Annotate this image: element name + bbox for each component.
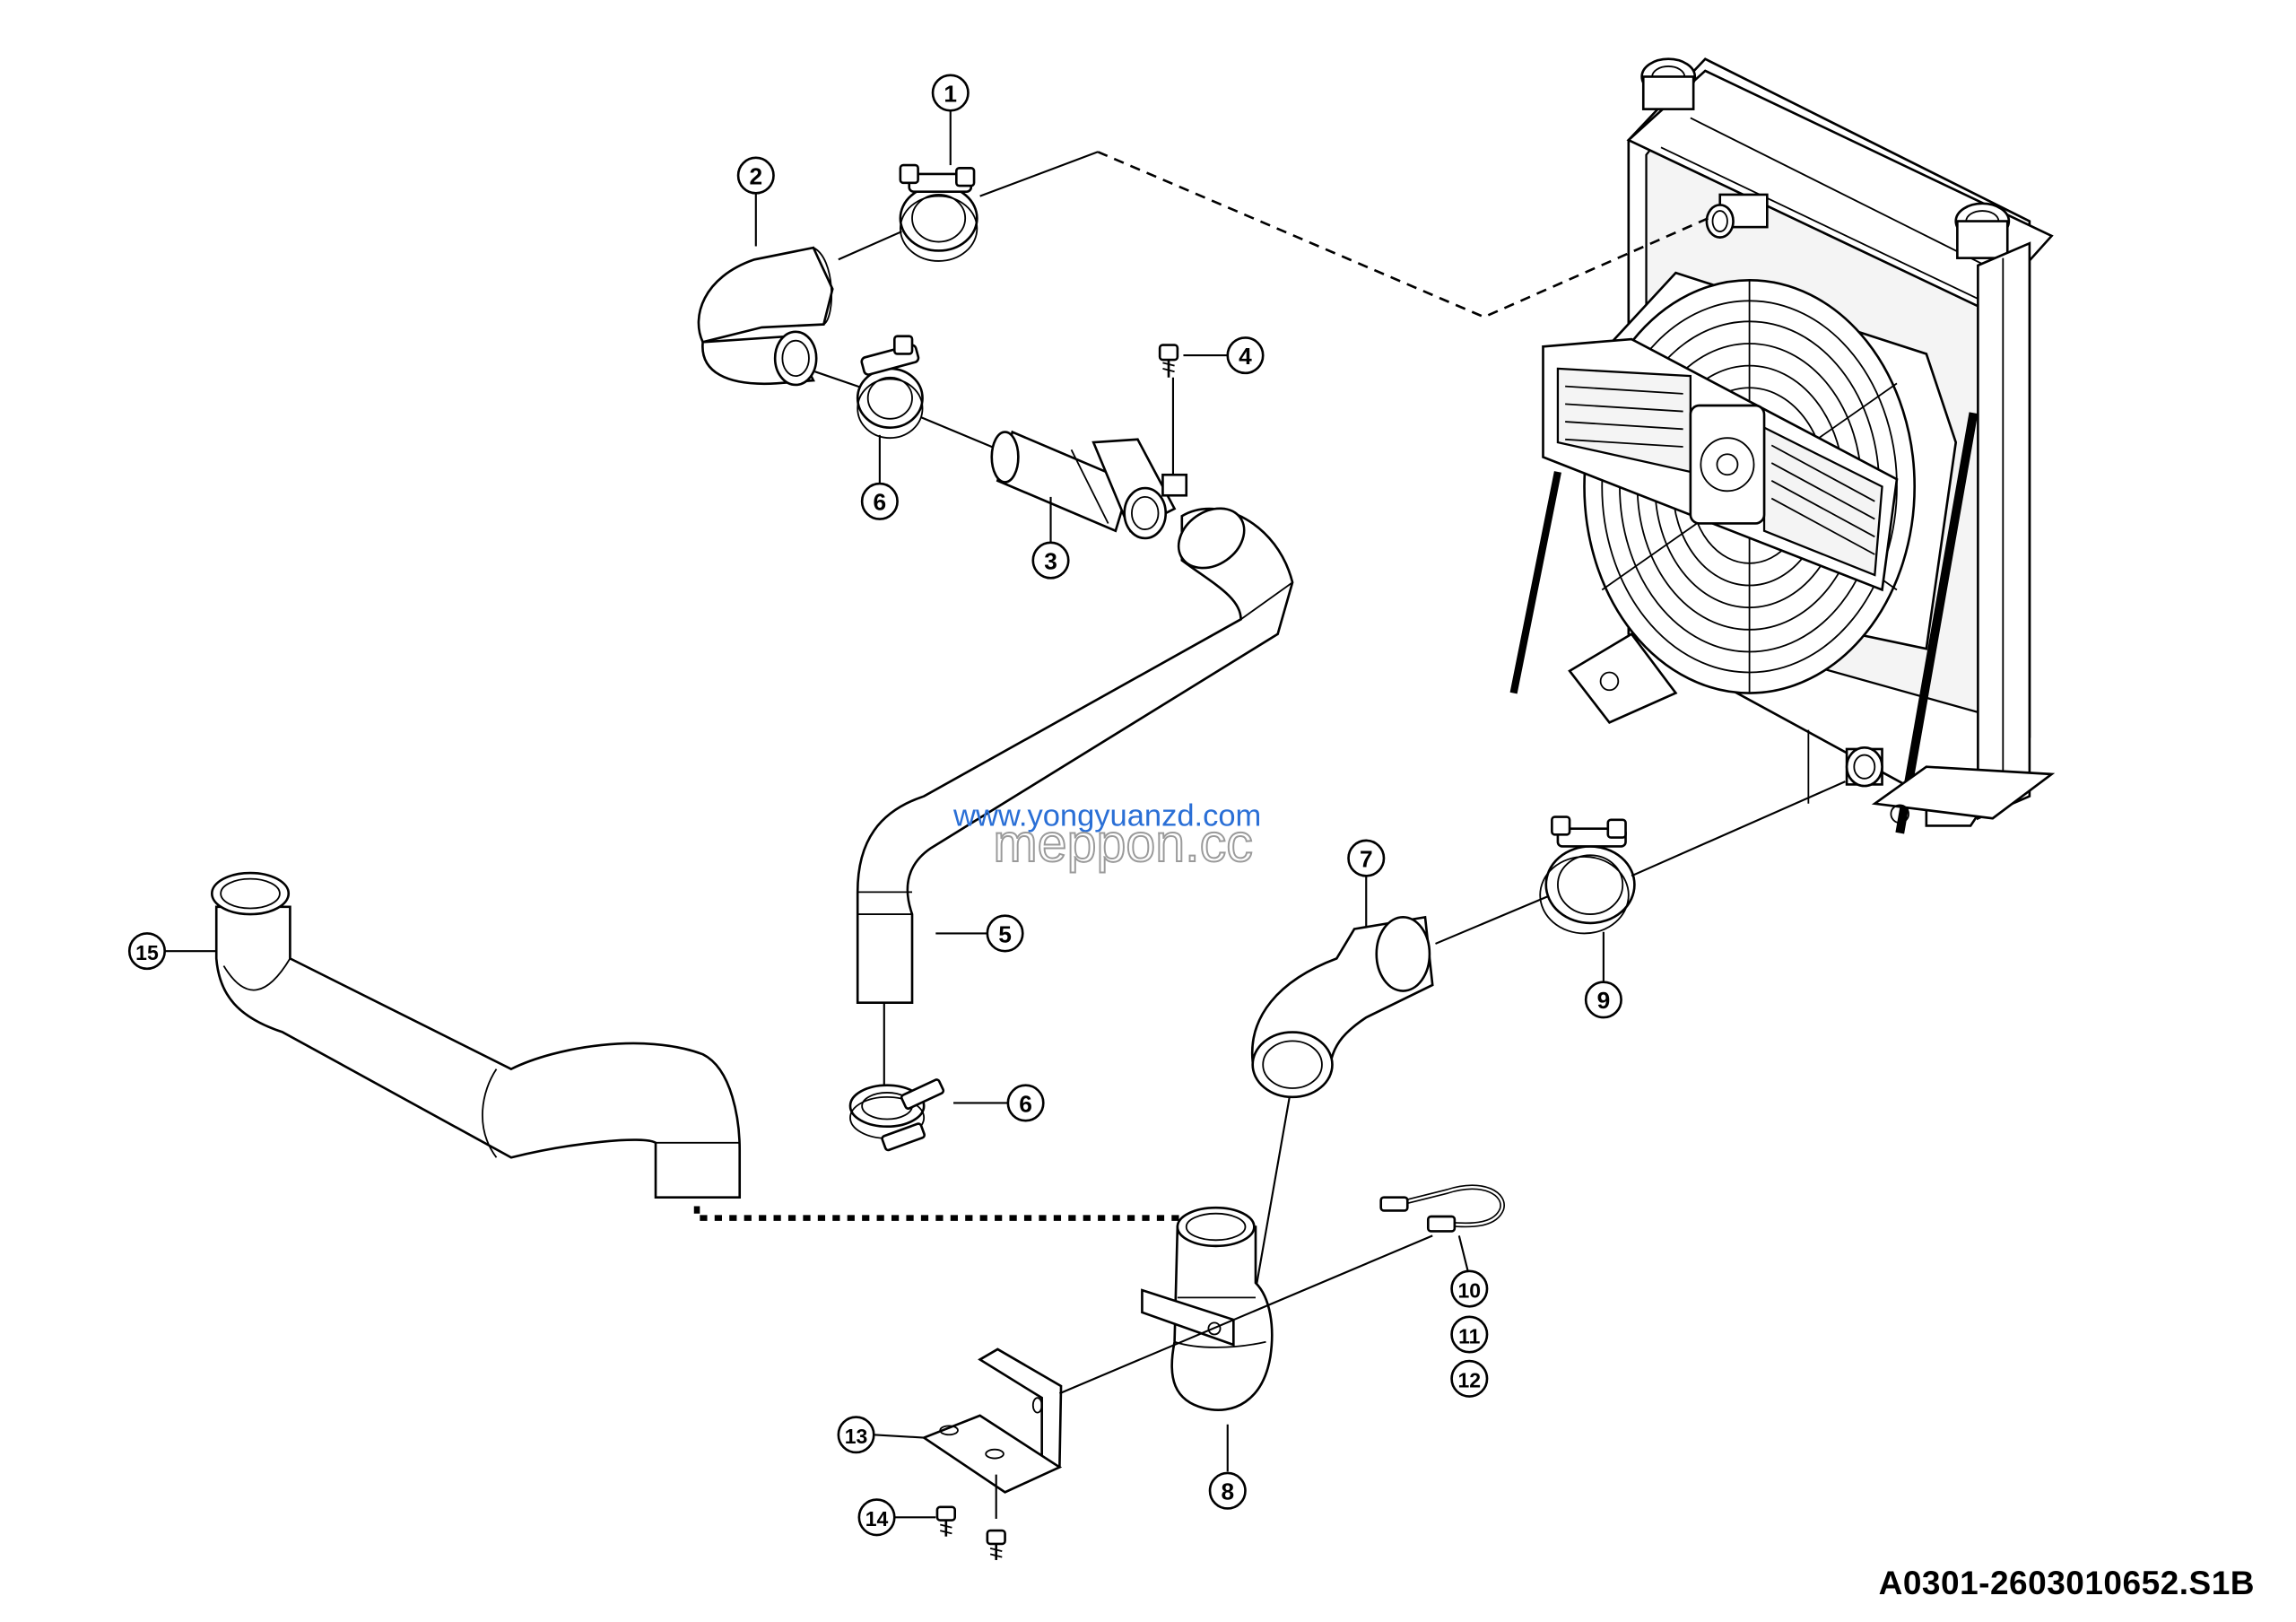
callout-1: 1 bbox=[931, 74, 970, 112]
long-pipe-15 bbox=[210, 871, 742, 1199]
svg-text:11: 11 bbox=[1458, 1324, 1481, 1347]
upper-port bbox=[1705, 193, 1769, 239]
callout-2: 2 bbox=[736, 156, 775, 195]
callout-11: 11 bbox=[1450, 1315, 1489, 1354]
hose-clamp-9 bbox=[1539, 780, 1846, 935]
watermark-brand: meppon.cc bbox=[993, 813, 1252, 873]
connection-dotted-lower bbox=[693, 1206, 1219, 1236]
svg-text:13: 13 bbox=[845, 1425, 868, 1448]
svg-text:6: 6 bbox=[1019, 1090, 1032, 1117]
top-port-left bbox=[1640, 57, 1697, 110]
svg-text:9: 9 bbox=[1597, 987, 1611, 1014]
callout-4: 4 bbox=[1226, 336, 1265, 375]
watermark-url: www.yongyuanzd.com bbox=[952, 798, 1261, 833]
callout-8: 8 bbox=[1208, 1471, 1247, 1510]
svg-text:1: 1 bbox=[944, 80, 957, 107]
svg-text:6: 6 bbox=[874, 489, 887, 516]
hose-clamp-1 bbox=[899, 163, 978, 262]
lower-port bbox=[1845, 746, 1883, 788]
callout-6-lower: 6 bbox=[1006, 1084, 1045, 1122]
top-port-right bbox=[1954, 202, 2011, 259]
elbow-hose-7 bbox=[1250, 895, 1548, 1291]
callout-5: 5 bbox=[986, 914, 1024, 953]
callout-13: 13 bbox=[837, 1416, 875, 1454]
svg-text:15: 15 bbox=[135, 941, 159, 964]
callout-15: 15 bbox=[127, 932, 167, 971]
svg-text:7: 7 bbox=[1360, 845, 1373, 872]
svg-text:8: 8 bbox=[1221, 1478, 1234, 1505]
watermark: www.yongyuanzd.com meppon.cc bbox=[952, 798, 1261, 873]
sensor-line-10 bbox=[1379, 1184, 1505, 1272]
callout-12: 12 bbox=[1450, 1359, 1489, 1398]
svg-text:3: 3 bbox=[1044, 547, 1057, 574]
radiator-assembly bbox=[1509, 57, 2056, 834]
svg-text:2: 2 bbox=[749, 162, 762, 189]
svg-text:4: 4 bbox=[1239, 343, 1252, 370]
bolts-14 bbox=[935, 1474, 1006, 1560]
connection-dashed-upper bbox=[979, 151, 1709, 318]
connector-pipe-3 bbox=[990, 430, 1177, 540]
hose-clamp-6-lower bbox=[848, 1078, 945, 1152]
callouts: 1 2 3 4 5 6 bbox=[127, 74, 1622, 1537]
bolt-4 bbox=[1158, 344, 1188, 497]
bracket-13 bbox=[921, 1234, 1433, 1494]
svg-text:5: 5 bbox=[998, 920, 1012, 947]
callout-9: 9 bbox=[1584, 981, 1622, 1019]
drawing-code: A0301-2603010652.S1B bbox=[1878, 1565, 2255, 1601]
callout-7: 7 bbox=[1347, 839, 1386, 877]
svg-text:14: 14 bbox=[865, 1507, 889, 1530]
cross-brace bbox=[1542, 337, 1899, 592]
callout-14: 14 bbox=[857, 1498, 896, 1537]
bent-pipe-5 bbox=[856, 507, 1294, 1089]
svg-text:10: 10 bbox=[1458, 1278, 1482, 1302]
svg-text:12: 12 bbox=[1458, 1369, 1482, 1392]
callout-10: 10 bbox=[1450, 1269, 1489, 1308]
callout-6-upper: 6 bbox=[860, 482, 899, 520]
bent-pipe-8 bbox=[1141, 1206, 1274, 1472]
elbow-hose-2 bbox=[697, 231, 902, 389]
callout-3: 3 bbox=[1031, 541, 1070, 580]
